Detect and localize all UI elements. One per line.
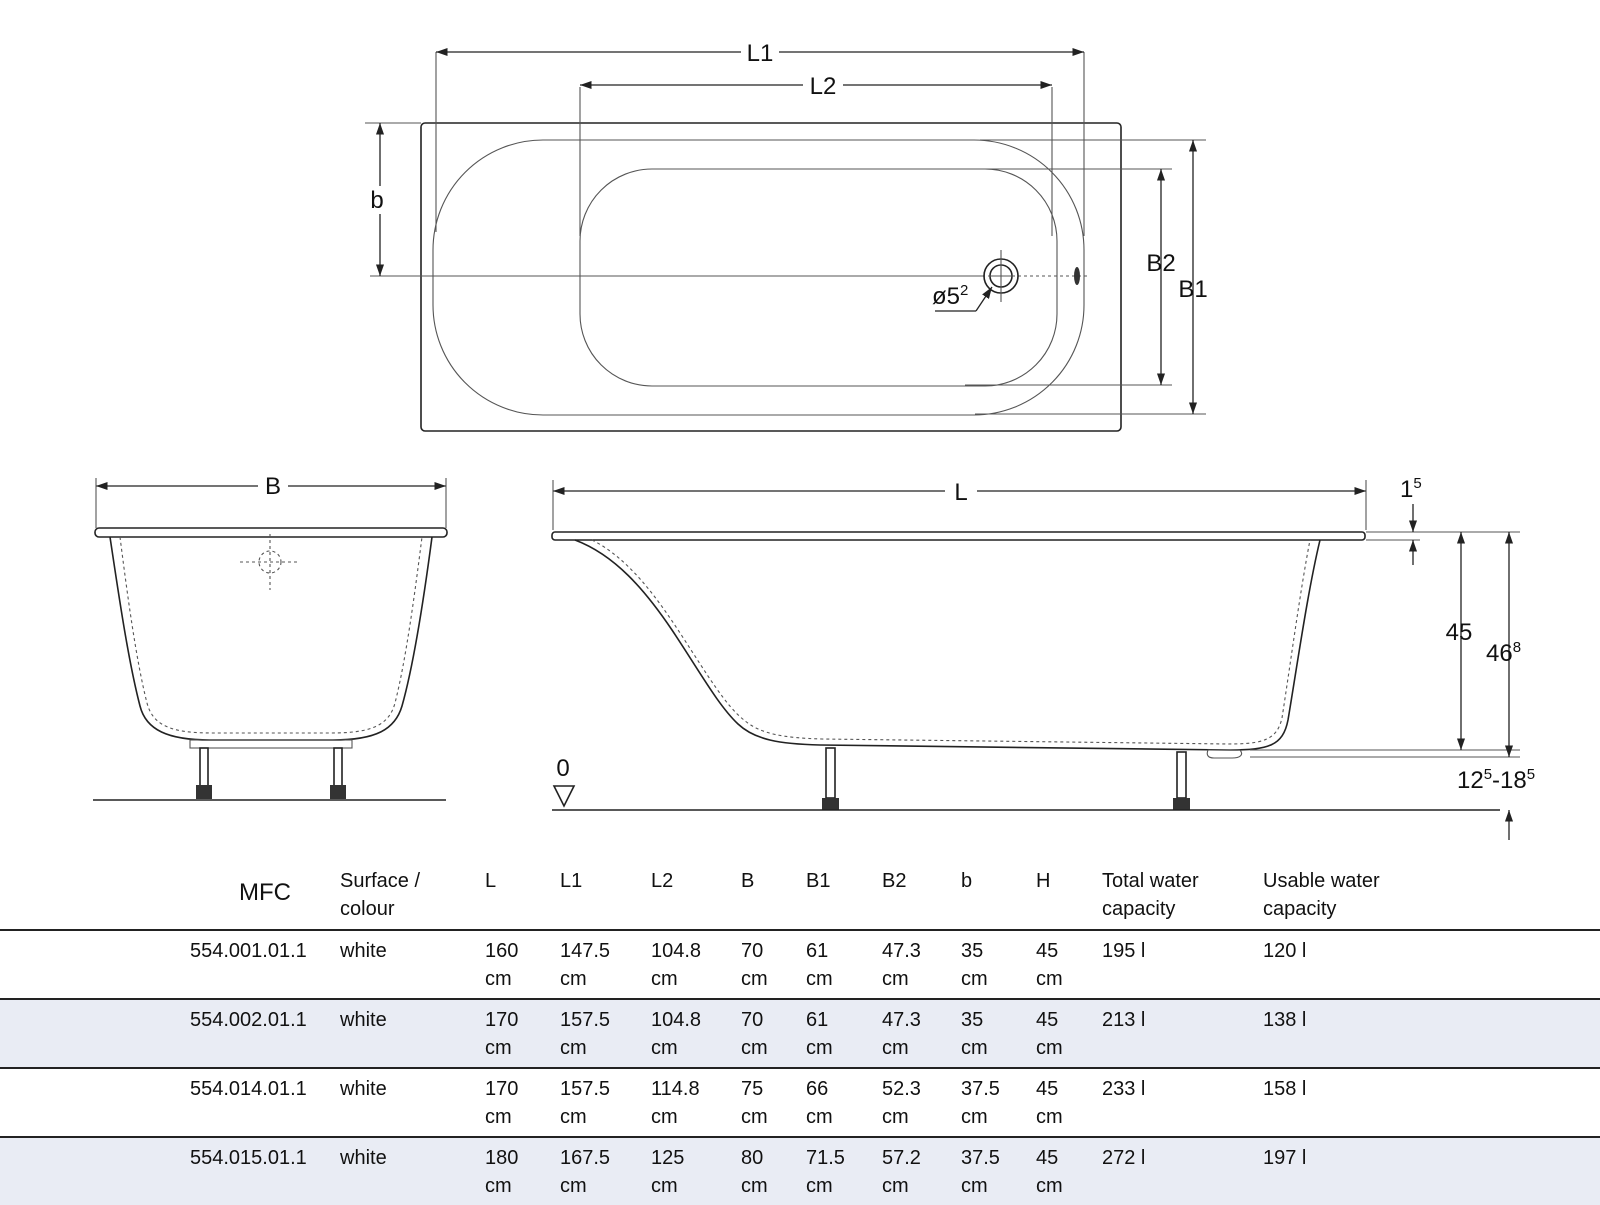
cell-usable-water: 158 l (1263, 1068, 1600, 1138)
cell-surface: white (340, 999, 485, 1069)
top-view-outer-rim (420, 122, 1122, 432)
floor-level-marker: 0 (552, 755, 576, 808)
label-height: 468 (1486, 639, 1521, 667)
cell-mfc: 554.015.01.1 (190, 1137, 340, 1205)
end-view-rim (94, 527, 448, 538)
label-rim-thickness: 15 (1400, 475, 1422, 503)
end-view-overflow-symbol (240, 534, 300, 590)
bathtub-technical-drawing: L1 L2 b B2 B1 ø52 B (93, 38, 1535, 840)
end-view: B (93, 470, 448, 801)
label-floor-level: 0 (556, 755, 569, 782)
header-h: H (1036, 855, 1102, 931)
cell-surface: white (340, 930, 485, 1000)
cell-total-water: 272 l (1102, 1137, 1263, 1205)
label-b-width: B (265, 473, 281, 500)
cell-surface: white (340, 1068, 485, 1138)
cell-total-water: 195 l (1102, 930, 1263, 1000)
header-b-width: B (741, 855, 806, 931)
side-view: L 0 15 45 468 125-185 (551, 475, 1535, 840)
header-b-small: b (961, 855, 1036, 931)
specification-table: MFC Surface /colour L L1 L2 B B1 B2 b H … (0, 855, 1600, 1205)
header-l2: L2 (651, 855, 741, 931)
cell-total-water: 233 l (1102, 1068, 1263, 1138)
cell-mfc: 554.014.01.1 (190, 1068, 340, 1138)
header-mfc: MFC (190, 855, 340, 931)
top-view: L1 L2 b B2 B1 ø52 (365, 38, 1208, 432)
side-view-feet (822, 747, 1190, 810)
label-b2: B2 (1146, 250, 1175, 277)
header-l1: L1 (560, 855, 651, 931)
label-depth: 45 (1446, 619, 1473, 646)
header-l: L (485, 855, 560, 931)
label-l1: L1 (747, 40, 774, 67)
header-spacer (0, 855, 190, 931)
label-l2: L2 (810, 73, 837, 100)
label-feet-adjustment: 125-185 (1457, 766, 1535, 794)
table-header-row: MFC Surface /colour L L1 L2 B B1 B2 b H … (0, 855, 1600, 931)
header-b1: B1 (806, 855, 882, 931)
cell-usable-water: 197 l (1263, 1137, 1600, 1205)
cell-usable-water: 120 l (1263, 930, 1600, 1000)
label-l: L (954, 479, 967, 506)
cell-usable-water: 138 l (1263, 999, 1600, 1069)
header-surface: Surface /colour (340, 855, 485, 931)
top-view-floor-outline (579, 168, 1058, 387)
end-view-feet (196, 747, 346, 799)
drain-symbol (935, 250, 1080, 312)
side-view-rim (551, 531, 1366, 541)
label-drain-diameter: ø52 (932, 282, 968, 310)
overflow-symbol (1074, 267, 1080, 285)
label-b-small: b (370, 187, 383, 214)
cell-mfc: 554.001.01.1 (190, 930, 340, 1000)
cell-total-water: 213 l (1102, 999, 1263, 1069)
top-view-basin-outline (432, 139, 1085, 416)
label-b1: B1 (1178, 276, 1207, 303)
end-view-body (109, 536, 433, 741)
cell-surface: white (340, 1137, 485, 1205)
side-view-body (574, 539, 1321, 751)
cell-mfc: 554.002.01.1 (190, 999, 340, 1069)
header-b2: B2 (882, 855, 961, 931)
